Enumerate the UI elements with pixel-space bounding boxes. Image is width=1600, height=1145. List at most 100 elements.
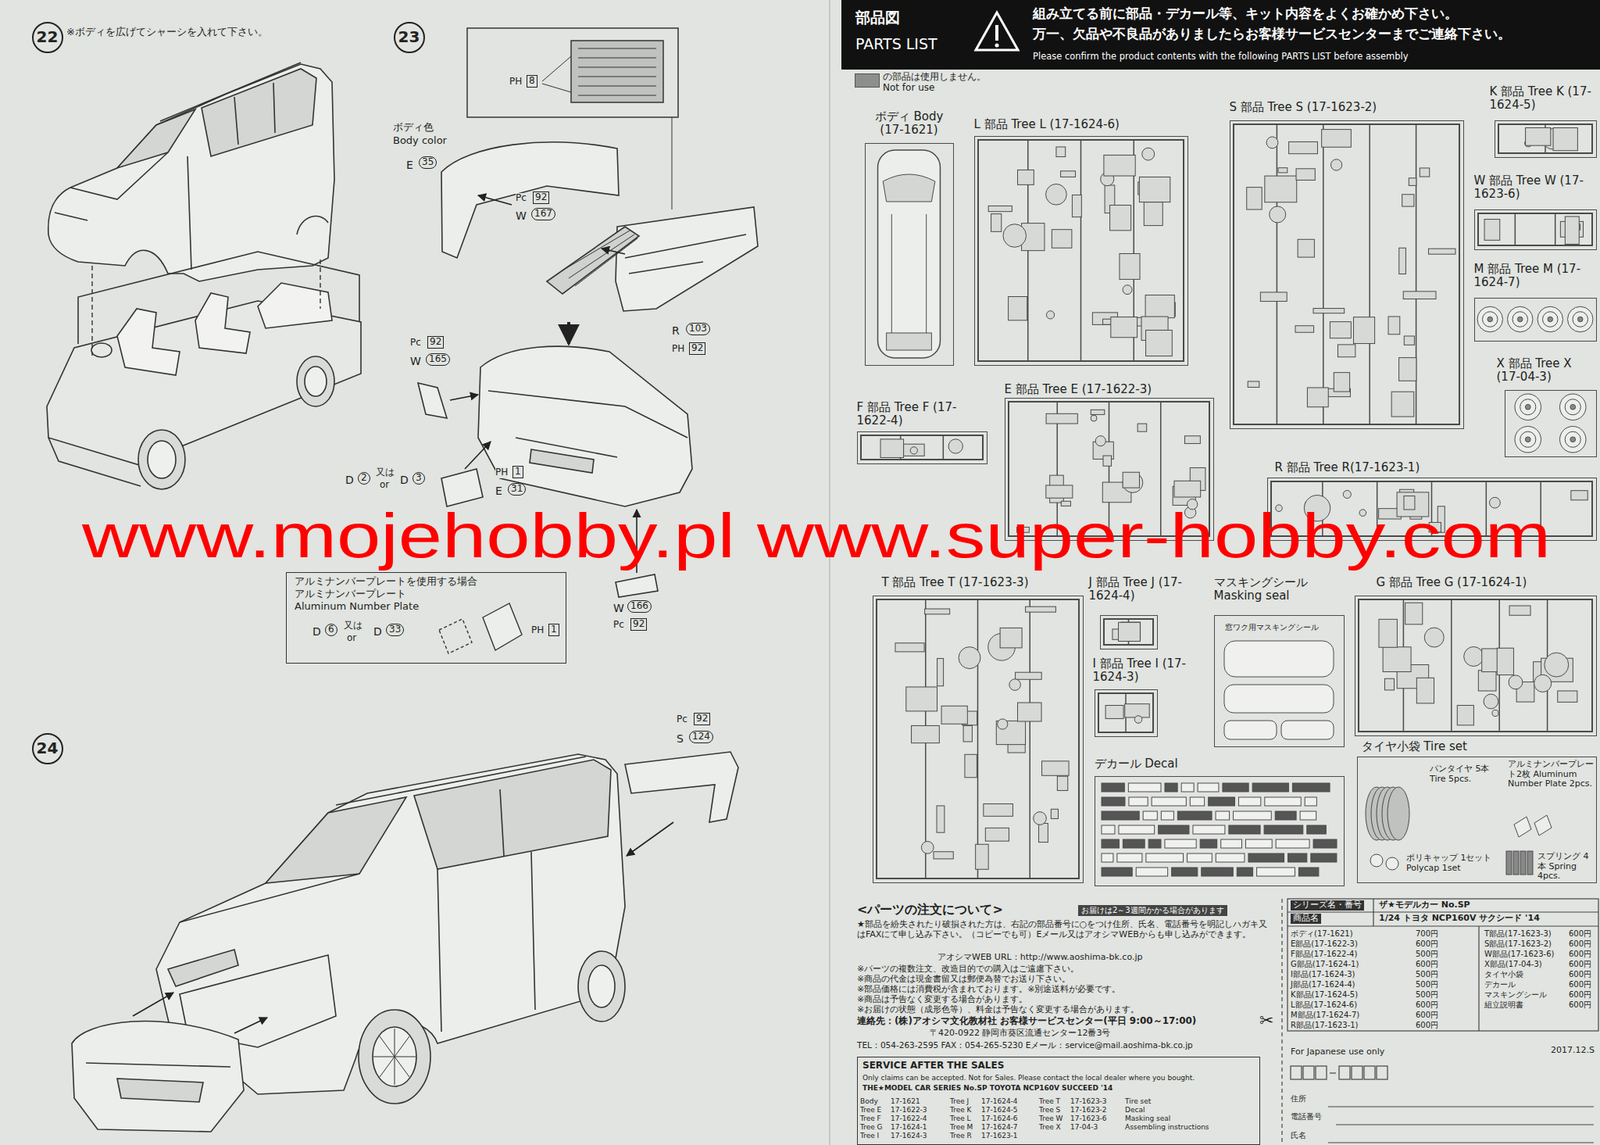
sprue-drawing — [1080, 139, 1083, 361]
label-text: W部品(17-1623-6) — [1484, 949, 1554, 959]
sprue-drawing — [882, 174, 936, 202]
sprue-drawing — [1475, 298, 1596, 340]
sprue-drawing — [925, 608, 950, 615]
label-text: 17-1623-1 — [981, 1131, 1018, 1140]
step22-chassis — [48, 437, 141, 486]
callout-number: 3 — [412, 471, 425, 485]
sprue-drawing — [941, 705, 968, 724]
order-table-frame — [1364, 1065, 1375, 1079]
sprue-drawing — [906, 686, 938, 711]
assembly-arrow — [464, 441, 491, 469]
sprue-drawing — [1247, 381, 1260, 388]
callout-number: 31 — [507, 482, 526, 496]
sprue-drawing — [991, 214, 1002, 233]
label-text: ※部品価格には消費税が含まれております。※別途送料が必要です。 — [857, 984, 1121, 995]
sprue-drawing — [1289, 141, 1318, 154]
sprue-drawing — [1105, 705, 1124, 719]
label-text: 600円 — [1568, 959, 1592, 969]
sprue-drawing — [1029, 599, 1032, 879]
order-table-frame — [1282, 898, 1599, 1145]
sprue-drawing — [1564, 399, 1581, 415]
sprue-drawing — [1498, 124, 1593, 154]
sprue-drawing — [1003, 224, 1027, 248]
sprue-drawing — [1296, 168, 1315, 181]
sprue-drawing — [1307, 387, 1329, 408]
step-number-circle: 22 — [32, 21, 64, 54]
sprue-drawing — [1525, 403, 1531, 410]
sprue-drawing — [1405, 602, 1423, 625]
sprue-drawing — [911, 725, 940, 743]
sprue-drawing — [1553, 128, 1578, 151]
label-text: 17-1624-3 — [890, 1131, 928, 1140]
step22-chassis — [117, 308, 180, 375]
assembly-arrow — [626, 821, 674, 856]
sprue-drawing — [1187, 853, 1213, 862]
order-table-frame — [1303, 1065, 1315, 1079]
label-text: X部品(17-04-3) — [1484, 959, 1543, 969]
sprue-drawing — [1457, 704, 1474, 725]
sprue-drawing — [1146, 329, 1173, 356]
sprue-drawing — [1292, 782, 1330, 792]
callout-number: 92 — [630, 617, 647, 631]
label-text: I部品(17-1624-3) — [1290, 969, 1356, 979]
sprue-drawing — [1174, 480, 1201, 497]
label-text: T部品(17-1623-3) — [1484, 928, 1552, 939]
sprue-drawing — [1033, 811, 1047, 825]
sprue-drawing — [1487, 316, 1493, 322]
callout-number: 92 — [693, 712, 711, 725]
sprue-drawing — [1295, 325, 1315, 333]
label-text: ボディ色 — [392, 121, 434, 134]
sprue-drawing — [1189, 796, 1204, 806]
step22-chassis — [147, 440, 176, 479]
label-text: デカール — [1484, 979, 1516, 990]
sprue-drawing — [1507, 306, 1534, 333]
sprue-drawing — [948, 439, 963, 454]
header-text: 万一、欠品や不良品がありましたらお客様サービスセンターまでご連絡下さい。 — [1032, 26, 1511, 43]
tree-heading: T 部品 Tree T (17-1623-3) — [882, 575, 1093, 590]
sprue-drawing — [1313, 308, 1345, 314]
sprue-drawing — [1321, 129, 1352, 148]
step22-chassis — [304, 366, 327, 397]
sprue-drawing — [1428, 248, 1455, 254]
order-table-frame — [1281, 898, 1283, 1145]
step22-body — [201, 68, 317, 157]
sprue-drawing — [942, 435, 945, 460]
sprue-drawing — [1544, 652, 1569, 677]
step22-body — [296, 216, 329, 235]
label-text: 組立説明書 — [1484, 1000, 1524, 1010]
sprue-drawing — [878, 150, 941, 358]
step23-parts — [562, 230, 638, 286]
sprue-drawing — [1570, 436, 1576, 443]
sprue-drawing — [1483, 693, 1499, 709]
sprue-drawing — [1353, 317, 1375, 344]
header-text: Please confirm the product contents with… — [1032, 51, 1409, 62]
label-text: タイヤ小袋 — [1484, 969, 1524, 979]
parts-tree-frame: I 部品 Tree I (17-1624-3) — [1094, 689, 1158, 737]
order-table-frame — [1315, 1065, 1327, 1079]
sprue-drawing — [1101, 796, 1125, 806]
sprue-drawing — [873, 596, 1083, 882]
sprue-drawing — [1419, 167, 1429, 177]
label-text: 500円 — [1415, 949, 1439, 959]
label-text: 住所 — [1290, 1093, 1307, 1104]
step24-car — [117, 1078, 204, 1102]
label-text: E部品(17-1622-3) — [1290, 939, 1358, 949]
sprue-drawing — [1564, 216, 1579, 244]
step-number: 22 — [36, 28, 59, 47]
sprue-drawing — [1164, 839, 1197, 848]
sprue-drawing — [1125, 703, 1150, 718]
label-text: Assembling instructions — [1125, 1122, 1210, 1131]
sprue-drawing — [921, 840, 934, 854]
sprue-drawing — [1017, 169, 1035, 185]
plate-inset-parts — [439, 603, 522, 654]
sprue-drawing — [876, 599, 1079, 879]
sprue-drawing — [1122, 471, 1140, 488]
sprue-drawing — [1257, 867, 1296, 876]
sprue-drawing — [1233, 124, 1460, 425]
step23-zoom-box — [578, 48, 657, 96]
tree-heading: E 部品 Tree E (17-1622-3) — [1004, 382, 1215, 397]
label-text: 500円 — [1415, 979, 1439, 990]
sprue-drawing — [1513, 850, 1519, 875]
sprue-drawing — [1496, 647, 1514, 675]
parts-tree-frame: デカール Decal — [1094, 775, 1345, 886]
